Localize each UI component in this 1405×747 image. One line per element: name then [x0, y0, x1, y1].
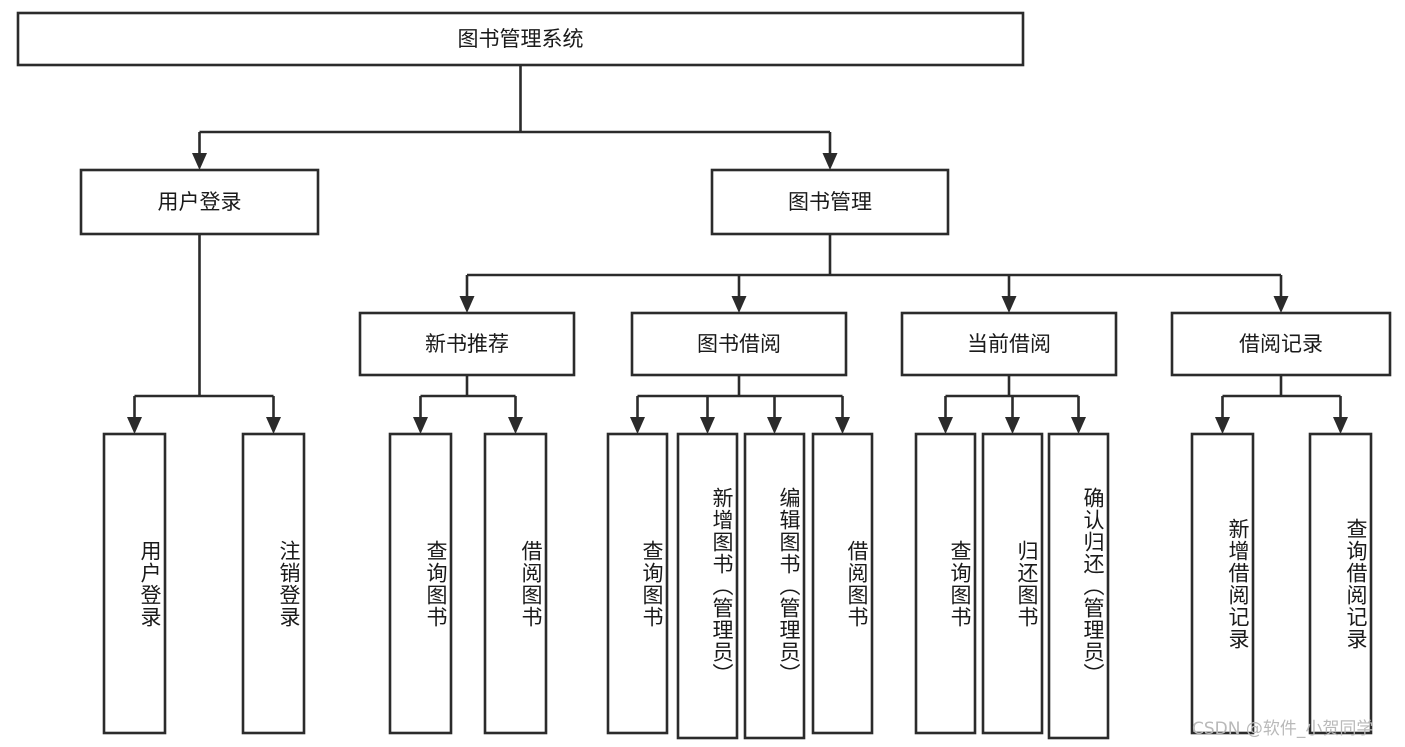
arrow-head-icon — [1071, 417, 1086, 434]
arrow-head-icon — [938, 417, 953, 434]
node-l3-b1[interactable] — [388, 432, 453, 735]
arrow-head-icon — [413, 417, 428, 434]
node-l3-b2[interactable] — [483, 432, 548, 735]
node-l2-current-borrow[interactable]: 当前借阅 — [900, 311, 1118, 377]
node-l2-book-borrow[interactable]: 图书借阅 — [630, 311, 848, 377]
node-root[interactable]: 图书管理系统 — [16, 11, 1025, 67]
arrow-head-icon — [630, 417, 645, 434]
node-label: 图书管理 — [788, 190, 872, 214]
node-l3-c1[interactable] — [606, 432, 669, 735]
arrow-head-icon — [508, 417, 523, 434]
arrow-head-icon — [1333, 417, 1348, 434]
edges-layer — [127, 65, 1348, 434]
node-label: 图书借阅 — [697, 332, 781, 356]
arrow-head-icon — [731, 296, 747, 313]
edge-group-l1-book-manage — [459, 234, 1289, 313]
arrow-head-icon — [767, 417, 782, 434]
arrow-head-icon — [1273, 296, 1289, 313]
node-l2-new-book-rec[interactable]: 新书推荐 — [358, 311, 576, 377]
node-l3-c4[interactable] — [811, 432, 874, 735]
arrow-head-icon — [822, 153, 838, 170]
node-label: 新书推荐 — [425, 332, 509, 356]
edge-group-l1-user-login — [127, 234, 281, 434]
arrow-head-icon — [1005, 417, 1020, 434]
arrow-head-icon — [459, 296, 475, 313]
edge-group-l2-book-borrow — [630, 375, 850, 434]
node-label: 图书管理系统 — [458, 27, 584, 51]
edge-group-l2-borrow-record — [1215, 375, 1348, 434]
arrow-head-icon — [266, 417, 281, 434]
node-label: 用户登录 — [158, 190, 242, 214]
node-l1-book-manage[interactable]: 图书管理 — [710, 168, 950, 236]
node-l3-c3[interactable] — [743, 432, 806, 740]
node-l3-d1[interactable] — [914, 432, 977, 735]
arrow-head-icon — [127, 417, 142, 434]
arrow-head-icon — [1215, 417, 1230, 434]
node-l3-e1[interactable] — [1190, 432, 1255, 735]
edge-group-l2-new-book-rec — [413, 375, 523, 434]
arrow-head-icon — [835, 417, 850, 434]
edge-group-root — [192, 65, 838, 170]
arrow-head-icon — [1001, 296, 1017, 313]
node-label: 借阅记录 — [1239, 332, 1323, 356]
csdn-watermark: CSDN @软件_小贺同学 — [1192, 719, 1374, 739]
node-l3-c2[interactable] — [676, 432, 739, 740]
node-l3-a2[interactable] — [241, 432, 306, 735]
node-l1-user-login[interactable]: 用户登录 — [79, 168, 320, 236]
node-l2-borrow-record[interactable]: 借阅记录 — [1170, 311, 1392, 377]
node-l3-d3[interactable] — [1047, 432, 1110, 740]
node-l3-e2[interactable] — [1308, 432, 1373, 735]
edge-group-l2-current-borrow — [938, 375, 1086, 434]
arrow-head-icon — [192, 153, 207, 170]
node-l3-d2[interactable] — [981, 432, 1044, 735]
arrow-head-icon — [700, 417, 715, 434]
node-l3-a1[interactable] — [102, 432, 167, 735]
node-label: 当前借阅 — [967, 332, 1051, 356]
